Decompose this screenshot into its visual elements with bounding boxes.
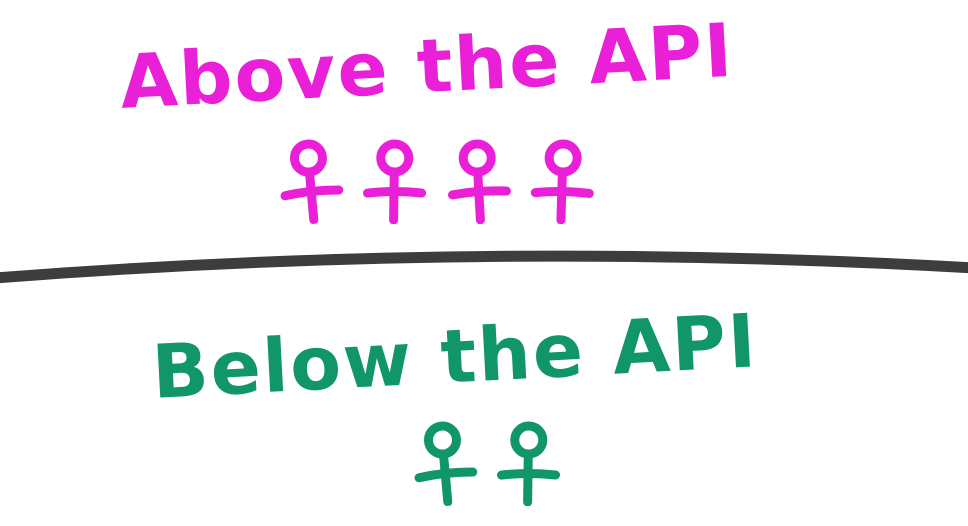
person-figure-icon bbox=[530, 139, 594, 225]
above-people-row bbox=[270, 136, 602, 225]
below-people-row bbox=[404, 418, 568, 507]
api-divider-stroke bbox=[0, 250, 968, 284]
person-figure-icon bbox=[414, 421, 478, 507]
person-figure-icon bbox=[363, 139, 427, 225]
person-figure-icon bbox=[280, 139, 344, 225]
person-figure-icon bbox=[497, 421, 561, 507]
api-divider-line bbox=[0, 250, 968, 284]
below-api-label: Below the API bbox=[150, 298, 760, 416]
person-figure-icon bbox=[448, 139, 511, 225]
above-api-label: Above the API bbox=[118, 7, 736, 126]
